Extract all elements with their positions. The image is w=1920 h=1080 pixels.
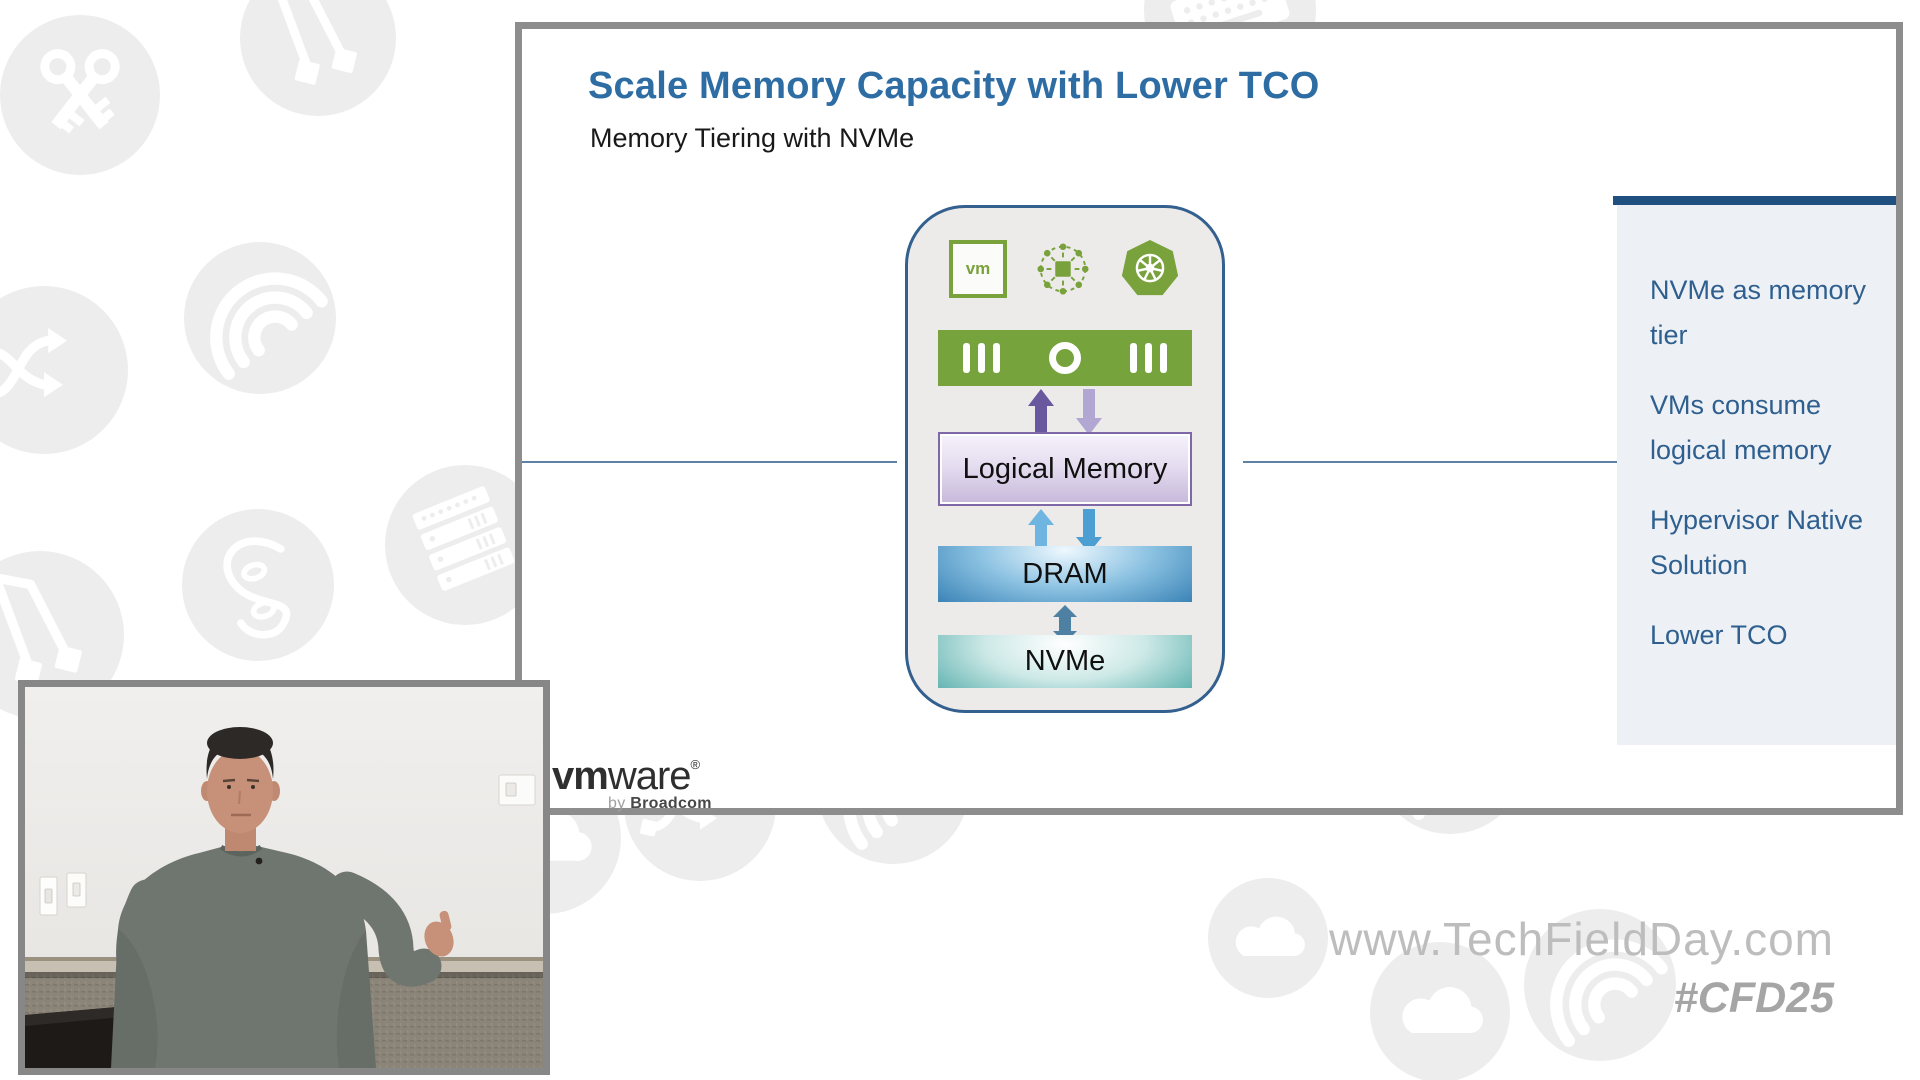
bullet-logical-memory: VMs consume logical memory xyxy=(1650,390,1832,465)
dram-layer: DRAM xyxy=(938,546,1192,602)
vmware-brand-rest: ware xyxy=(607,754,692,798)
logical-memory-layer: Logical Memory xyxy=(938,432,1192,506)
arrow-up-icon xyxy=(1028,509,1054,553)
divider-line-right xyxy=(1243,461,1617,463)
byline-brand: Broadcom xyxy=(630,795,712,812)
vmware-logo: vmware® by Broadcom xyxy=(552,745,712,813)
bg-branch-icon xyxy=(0,286,128,454)
bg-cloud-icon xyxy=(1208,878,1328,998)
light-switch-icon xyxy=(39,774,536,916)
arrow-up-icon xyxy=(1028,389,1054,435)
bullet-nvme-tier: NVMe as memory tier xyxy=(1650,275,1867,350)
watermark-url: www.TechFieldDay.com xyxy=(1329,913,1834,965)
host-bars-icon xyxy=(1130,343,1167,373)
dram-label: DRAM xyxy=(1022,557,1108,590)
vm-to-logical-arrows xyxy=(908,389,1222,435)
presenter-webcam xyxy=(18,680,550,1075)
presentation-slide: Scale Memory Capacity with Lower TCO Mem… xyxy=(515,22,1903,815)
logical-memory-label: Logical Memory xyxy=(962,452,1168,485)
nvme-label: NVMe xyxy=(1024,645,1106,677)
host-bars-icon xyxy=(963,343,1000,373)
vmware-byline: by Broadcom xyxy=(608,795,712,813)
app-ring-icon xyxy=(1037,243,1089,295)
bullet-hypervisor-native: Hypervisor Native Solution xyxy=(1650,505,1864,580)
host-ring-icon xyxy=(1049,342,1081,374)
bg-keys-icon xyxy=(0,15,160,175)
event-watermark: www.TechFieldDay.com #CFD25 xyxy=(1329,912,1834,1023)
vm-icon-label: vm xyxy=(965,259,991,278)
slide-subtitle: Memory Tiering with NVMe xyxy=(590,123,915,153)
presenter-person xyxy=(111,727,454,1068)
bg-network-icon xyxy=(240,0,396,116)
workload-icon-row: vm xyxy=(908,238,1222,300)
dram-to-nvme-arrow xyxy=(908,605,1222,643)
key-points-panel: NVMe as memory tier VMs consume logical … xyxy=(1617,205,1896,745)
bg-wifi-icon xyxy=(184,242,336,394)
bullet-lower-tco: Lower TCO xyxy=(1650,620,1788,650)
registered-mark: ® xyxy=(690,757,701,772)
watermark-hashtag: #CFD25 xyxy=(1673,974,1834,1022)
logical-to-dram-arrows xyxy=(908,509,1222,553)
bg-spiral-icon xyxy=(182,509,334,661)
kubernetes-icon xyxy=(1121,239,1179,296)
vmware-wordmark: vmware® xyxy=(552,745,712,796)
nvme-layer: NVMe xyxy=(938,635,1192,688)
memory-tiering-diagram: vm xyxy=(905,205,1225,713)
slide-title: Scale Memory Capacity with Lower TCO xyxy=(588,65,1320,107)
divider-line-left xyxy=(522,461,897,463)
presenter-scene xyxy=(25,687,543,1068)
arrow-down-icon xyxy=(1076,509,1102,553)
host-cluster-bar xyxy=(938,330,1192,386)
vmware-brand-bold: vm xyxy=(552,754,609,798)
panel-accent-bar xyxy=(1613,196,1896,205)
arrow-up-down-icon xyxy=(1053,605,1077,643)
byline-prefix: by xyxy=(608,795,626,812)
arrow-down-icon xyxy=(1076,389,1102,435)
vm-icon: vm xyxy=(949,240,1007,298)
